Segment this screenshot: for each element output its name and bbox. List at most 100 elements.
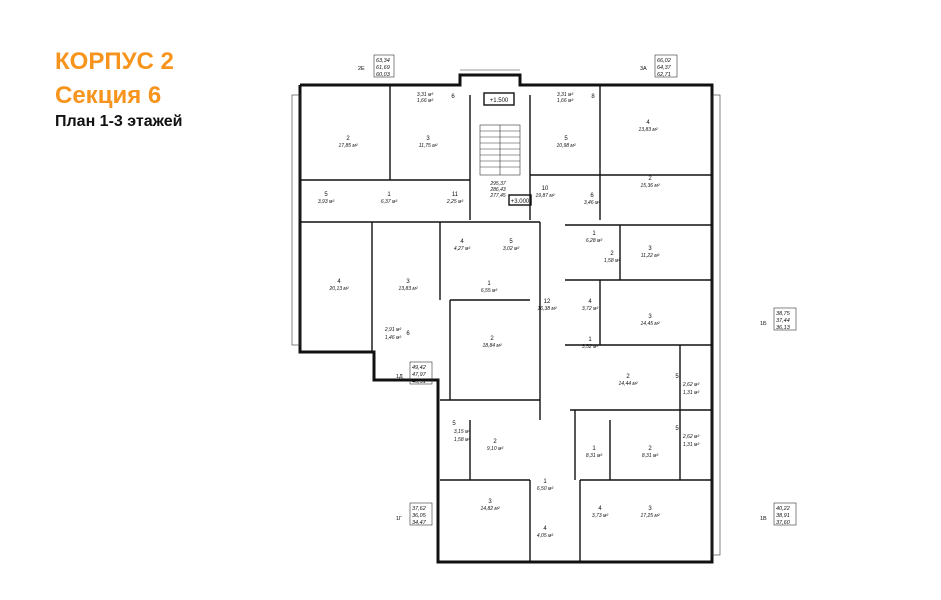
svg-text:5: 5 bbox=[675, 426, 679, 432]
room-label: 311,22 м² bbox=[641, 246, 660, 259]
apartment-label-1g: 1Г 37,62 36,05 34,47 bbox=[396, 502, 433, 526]
room-label: 313,83 м² bbox=[399, 279, 418, 292]
room-label: 18,31 м² bbox=[586, 446, 603, 459]
svg-text:1: 1 bbox=[592, 231, 596, 237]
svg-text:49,42: 49,42 bbox=[412, 365, 426, 371]
svg-text:3,15 м²: 3,15 м² bbox=[454, 429, 471, 435]
svg-text:13,83 м²: 13,83 м² bbox=[639, 127, 658, 133]
svg-text:61,69: 61,69 bbox=[376, 65, 390, 71]
room-label: 29,10 м² bbox=[487, 439, 504, 452]
room-labels: 63,31 м²1,66 м² 83,31 м²1,66 м² 217,85 м… bbox=[318, 92, 700, 539]
svg-text:6: 6 bbox=[590, 193, 594, 199]
room-label: 16,28 м² bbox=[586, 231, 603, 244]
svg-text:36,05: 36,05 bbox=[412, 513, 427, 519]
svg-text:1В: 1В bbox=[760, 516, 767, 522]
building-title: КОРПУС 2 bbox=[55, 48, 174, 75]
svg-text:1Г: 1Г bbox=[396, 516, 402, 522]
room-label: 314,45 м² bbox=[641, 314, 660, 327]
svg-text:37,44: 37,44 bbox=[776, 318, 790, 324]
room-label: 44,05 м² bbox=[537, 526, 554, 539]
outer-walls bbox=[291, 69, 721, 564]
room-label: 112,25 м² bbox=[446, 192, 464, 205]
room-label: 214,44 м² bbox=[619, 374, 638, 387]
svg-text:4: 4 bbox=[337, 279, 341, 285]
svg-text:2: 2 bbox=[346, 136, 350, 142]
apartment-label-2e: 2Е 63,34 61,69 60,03 bbox=[358, 54, 395, 78]
room-label: 43,72 м² bbox=[582, 299, 599, 312]
room-label: 44,27 м² bbox=[454, 239, 471, 252]
svg-text:3,31 м²: 3,31 м² bbox=[417, 92, 434, 98]
svg-text:6: 6 bbox=[451, 94, 455, 100]
apartment-label-1d: 1Д 49,42 47,97 46,51 bbox=[396, 361, 433, 385]
svg-text:1: 1 bbox=[588, 337, 592, 343]
svg-text:2,91 м²: 2,91 м² bbox=[384, 327, 402, 333]
svg-text:5: 5 bbox=[675, 374, 679, 380]
room-label: 13,52 м² bbox=[582, 337, 599, 350]
room-label: 53,02 м² bbox=[503, 239, 520, 252]
svg-text:14,82 м²: 14,82 м² bbox=[481, 506, 500, 512]
svg-text:11: 11 bbox=[452, 192, 459, 198]
level-mark-upper: +1.500 bbox=[490, 98, 509, 104]
svg-text:38,91: 38,91 bbox=[776, 513, 790, 519]
svg-text:1,66 м²: 1,66 м² bbox=[557, 98, 574, 104]
svg-text:2: 2 bbox=[648, 446, 652, 452]
svg-text:2: 2 bbox=[490, 336, 494, 342]
svg-text:13,83 м²: 13,83 м² bbox=[399, 286, 418, 292]
svg-text:1,58 м²: 1,58 м² bbox=[454, 437, 471, 443]
section-title: Секция 6 bbox=[55, 82, 162, 109]
svg-text:14,45 м²: 14,45 м² bbox=[641, 321, 660, 327]
svg-text:3: 3 bbox=[648, 314, 652, 320]
apartment-labels: 2Е 63,34 61,69 60,03 3А 66,02 64,37 62,7… bbox=[358, 54, 797, 526]
svg-text:64,37: 64,37 bbox=[657, 65, 672, 71]
apartment-label-1b: 1Б 38,75 37,44 36,13 bbox=[760, 307, 797, 331]
svg-text:38,75: 38,75 bbox=[776, 311, 791, 317]
room-label: 311,75 м² bbox=[419, 136, 438, 149]
svg-text:3,31 м²: 3,31 м² bbox=[557, 92, 574, 98]
svg-text:11,22 м²: 11,22 м² bbox=[641, 253, 660, 259]
svg-text:4: 4 bbox=[588, 299, 592, 305]
svg-text:62,71: 62,71 bbox=[657, 72, 671, 78]
room-label: 52,62 м²1,31 м² bbox=[675, 374, 699, 396]
plan-title: План 1-3 этажей bbox=[55, 113, 183, 130]
svg-text:4: 4 bbox=[460, 239, 464, 245]
room-label: 53,93 м² bbox=[318, 192, 335, 205]
room-label: 62,91 м²1,46 м² bbox=[384, 327, 410, 341]
svg-text:37,62: 37,62 bbox=[412, 506, 426, 512]
svg-text:2Е: 2Е bbox=[358, 66, 365, 72]
room-label: 52,62 м²1,31 м² bbox=[675, 426, 699, 448]
svg-text:63,34: 63,34 bbox=[376, 58, 390, 64]
svg-text:3,93 м²: 3,93 м² bbox=[318, 199, 335, 205]
svg-text:2: 2 bbox=[493, 439, 497, 445]
svg-text:1: 1 bbox=[543, 479, 547, 485]
svg-text:3: 3 bbox=[488, 499, 492, 505]
svg-text:34,47: 34,47 bbox=[412, 520, 427, 526]
svg-text:1Б: 1Б bbox=[760, 321, 767, 327]
svg-text:6,28 м²: 6,28 м² bbox=[586, 238, 603, 244]
svg-text:1Д: 1Д bbox=[396, 374, 403, 380]
room-label: 510,98 м² bbox=[557, 136, 576, 149]
svg-text:4,27 м²: 4,27 м² bbox=[454, 246, 471, 252]
svg-text:14,44 м²: 14,44 м² bbox=[619, 381, 638, 387]
svg-text:2: 2 bbox=[610, 251, 614, 257]
svg-text:47,97: 47,97 bbox=[412, 372, 427, 378]
room-label: 413,83 м² bbox=[639, 120, 658, 133]
svg-text:2: 2 bbox=[648, 176, 652, 182]
stair-area-3: 277,45 bbox=[489, 193, 506, 199]
level-mark-lower: +3.000 bbox=[511, 199, 530, 205]
svg-text:6,55 м²: 6,55 м² bbox=[481, 288, 498, 294]
staircase: +1.500 +3.000 295,37 286,43 277,45 bbox=[479, 92, 532, 206]
svg-text:19,87 м²: 19,87 м² bbox=[536, 193, 555, 199]
svg-text:6,37 м²: 6,37 м² bbox=[381, 199, 398, 205]
svg-text:8,31 м²: 8,31 м² bbox=[642, 453, 659, 459]
svg-text:36,13: 36,13 bbox=[776, 325, 791, 331]
stair-area-2: 286,43 bbox=[489, 187, 506, 193]
svg-text:8,31 м²: 8,31 м² bbox=[586, 453, 603, 459]
svg-text:3,02 м²: 3,02 м² bbox=[503, 246, 520, 252]
room-label: 217,85 м² bbox=[339, 136, 358, 149]
svg-text:16,38 м²: 16,38 м² bbox=[538, 306, 557, 312]
svg-text:5: 5 bbox=[324, 192, 328, 198]
room-label: 317,25 м² bbox=[641, 506, 660, 519]
svg-text:3: 3 bbox=[648, 506, 652, 512]
svg-text:1,31 м²: 1,31 м² bbox=[683, 390, 700, 396]
